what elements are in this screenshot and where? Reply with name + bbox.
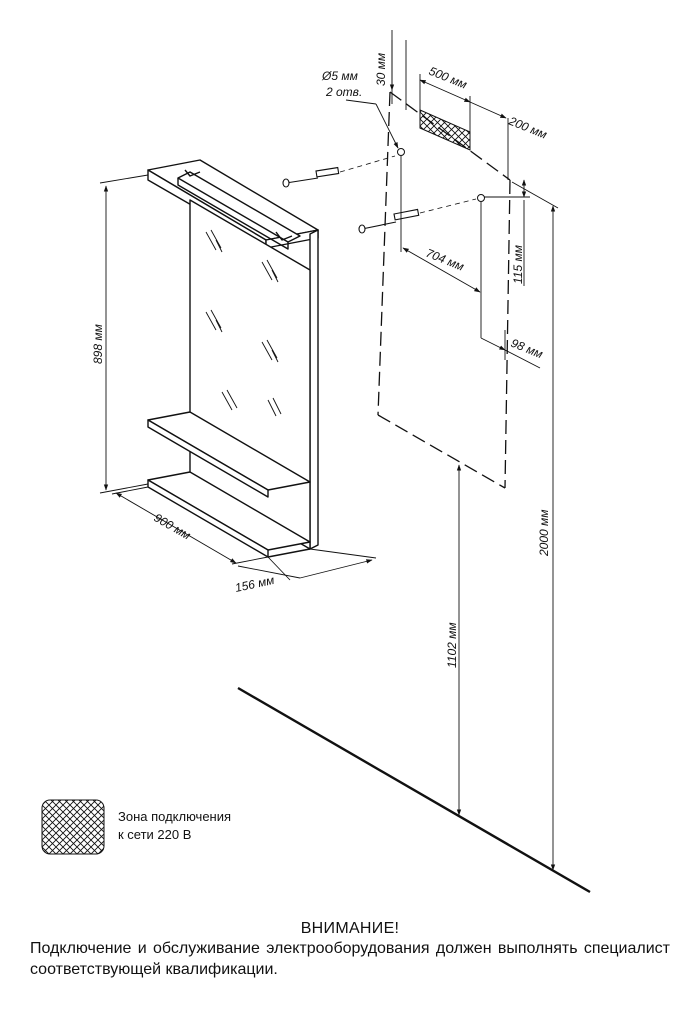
mirror-reflection [205, 229, 282, 417]
hole-diameter-label: Ø5 мм [321, 69, 358, 83]
mounting-hole-left [397, 148, 405, 156]
dim-704-label: 704 мм [424, 246, 466, 274]
dim-1102-label: 1102 мм [445, 622, 459, 668]
screw-upper [282, 155, 396, 188]
screw-lower [358, 198, 477, 234]
hole-count-label: 2 отв. [325, 85, 362, 99]
dim-200-label: 200 мм [506, 113, 549, 141]
legend-label-line1: Зона подключения [118, 809, 231, 824]
dimension-lines [99, 30, 559, 871]
dim-898-label: 898 мм [91, 324, 105, 364]
dim-98-label: 98 мм [509, 336, 545, 361]
dim-500-label: 500 мм [427, 64, 469, 92]
dim-156-label: 156 мм [234, 573, 276, 595]
legend-label-line2: к сети 220 В [118, 827, 191, 842]
warning-block: ВНИМАНИЕ! Подключение и обслуживание эле… [0, 920, 700, 980]
mirror-cabinet [147, 159, 319, 558]
legend-swatch [41, 799, 105, 855]
dim-115-label: 115 мм [511, 245, 525, 284]
dim-30-label: 30 мм [374, 53, 388, 86]
dim-900-label: 900 мм [152, 510, 193, 542]
floor-line [237, 686, 591, 894]
dim-2000-label: 2000 мм [537, 510, 551, 557]
warning-body: Подключение и обслуживание электрооборуд… [30, 940, 670, 978]
warning-title: ВНИМАНИЕ! [300, 920, 400, 937]
connection-zone [419, 109, 471, 151]
wall-outline [377, 91, 511, 489]
mounting-hole-right [477, 194, 485, 202]
